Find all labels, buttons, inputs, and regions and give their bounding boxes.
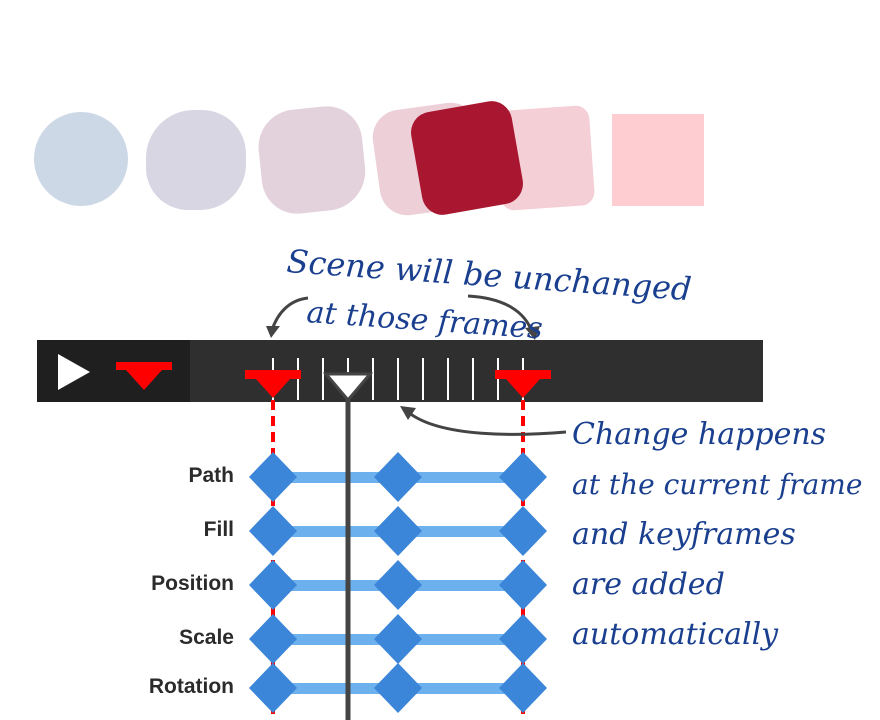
track-label-fill: Fill <box>203 518 234 541</box>
arrow-right-head <box>525 326 540 340</box>
keyframe-diamond <box>499 614 547 664</box>
arrow-left-head <box>266 326 280 338</box>
track-label-path: Path <box>188 464 234 487</box>
keyframe-diamond <box>249 614 297 664</box>
keyframe-diamond <box>249 506 297 556</box>
keyframe-diamond <box>374 452 422 502</box>
track-label-position: Position <box>151 572 234 595</box>
keyframe-marker-left[interactable] <box>245 370 301 398</box>
annotation-right-line2: at the current frame <box>572 468 863 501</box>
keyframe-diamond <box>249 452 297 502</box>
arrow-left <box>270 296 309 331</box>
track-label-scale: Scale <box>179 626 234 649</box>
arrow-current-frame-head <box>400 406 416 420</box>
keyframe-diamond <box>499 506 547 556</box>
keyframe-diamond <box>374 614 422 664</box>
keyframe-diamond <box>499 452 547 502</box>
keyframe-diamond <box>249 560 297 610</box>
keyframe-marker-right[interactable] <box>495 370 551 398</box>
keyframe-diamond <box>374 506 422 556</box>
keyframe-diamond <box>499 560 547 610</box>
keyframe-diamond <box>374 560 422 610</box>
shape-frame-2 <box>146 110 246 210</box>
add-keyframe-icon[interactable] <box>116 362 172 390</box>
arrow-current-frame <box>407 410 567 436</box>
arrow-right <box>467 294 534 333</box>
annotation-top-line2: at those frames <box>305 295 543 346</box>
keyframe-diamonds <box>249 452 547 713</box>
keyframe-diamond <box>374 663 422 713</box>
track-label-rotation: Rotation <box>148 675 234 698</box>
annotation-right-line4: are added <box>572 567 725 602</box>
play-icon[interactable] <box>58 354 90 390</box>
annotation-right-line1: Change happens <box>572 417 827 452</box>
playhead-icon[interactable] <box>322 372 374 403</box>
annotation-right-line3: and keyframes <box>572 517 796 552</box>
shape-frame-7 <box>612 114 704 206</box>
keyframe-diamond <box>249 663 297 713</box>
annotation-right-line5: automatically <box>572 617 779 652</box>
shape-frame-1 <box>34 112 128 206</box>
keyframe-diamond <box>499 663 547 713</box>
